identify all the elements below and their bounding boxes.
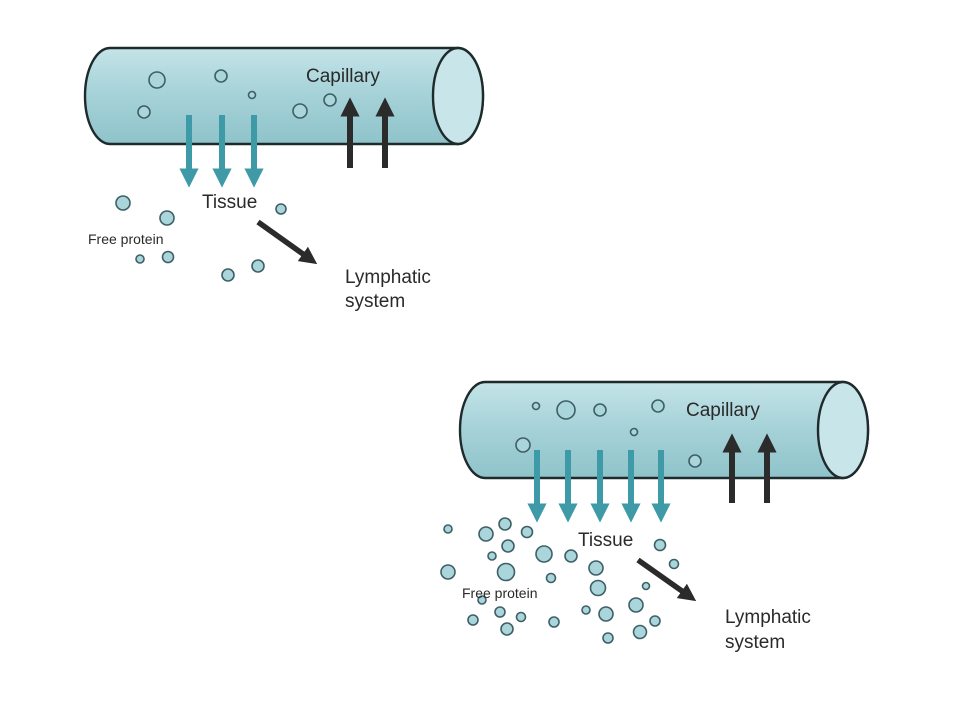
protein-particle xyxy=(515,611,527,623)
capillary-label: Capillary xyxy=(306,66,380,87)
panel-low-leak: Capillary Tissue Free protein Lymphatic … xyxy=(83,46,485,312)
protein-particle xyxy=(161,250,175,264)
outflow-arrows xyxy=(527,450,671,523)
protein-particle xyxy=(649,615,661,627)
protein-particle xyxy=(531,401,541,411)
protein-particle xyxy=(498,517,512,531)
protein-particle xyxy=(632,624,648,640)
protein-particle xyxy=(292,103,308,119)
tissue-protein-group xyxy=(440,517,680,644)
lymphatic-label-line1: Lymphatic xyxy=(345,267,431,288)
protein-particle xyxy=(251,259,265,273)
lymphatic-drain-arrow xyxy=(256,219,318,265)
protein-particle xyxy=(496,562,516,582)
protein-particle xyxy=(247,90,257,100)
protein-particle xyxy=(440,564,456,580)
lymphatic-label-line1: Lymphatic xyxy=(725,607,811,628)
tissue-label: Tissue xyxy=(578,530,633,551)
protein-particle xyxy=(556,400,576,420)
protein-particle xyxy=(581,605,591,615)
protein-particle xyxy=(501,539,515,553)
protein-particle xyxy=(137,105,151,119)
protein-particle xyxy=(467,614,479,626)
free-protein-label: Free protein xyxy=(88,231,163,247)
protein-particle xyxy=(641,581,651,591)
tissue-label: Tissue xyxy=(202,192,257,213)
protein-particle xyxy=(487,551,497,561)
protein-particle xyxy=(500,622,514,636)
protein-particle xyxy=(221,268,235,282)
protein-particle xyxy=(651,399,665,413)
protein-particle xyxy=(115,195,131,211)
protein-particle xyxy=(159,210,175,226)
protein-particle xyxy=(548,616,560,628)
lymphatic-label-line2: system xyxy=(345,291,405,312)
protein-particle xyxy=(545,572,557,584)
protein-particle xyxy=(515,437,531,453)
protein-particle xyxy=(323,93,337,107)
inflow-arrows xyxy=(340,97,395,168)
protein-particle xyxy=(589,579,607,597)
protein-particle xyxy=(443,524,453,534)
capillary-protein-group xyxy=(515,399,702,468)
protein-particle xyxy=(148,71,166,89)
protein-particle xyxy=(629,427,639,437)
tissue-protein-group xyxy=(115,195,287,282)
protein-particle xyxy=(214,69,228,83)
protein-particle xyxy=(494,606,506,618)
protein-particle xyxy=(520,525,534,539)
protein-particle xyxy=(477,595,487,605)
capillary-protein-group xyxy=(137,69,337,119)
protein-particle xyxy=(588,560,604,576)
protein-particle xyxy=(135,254,145,264)
protein-particle xyxy=(275,203,287,215)
lymphatic-label-line2: system xyxy=(725,632,785,653)
protein-particle xyxy=(668,558,680,570)
outflow-arrows xyxy=(179,115,264,188)
inflow-arrows xyxy=(722,433,777,503)
protein-particle xyxy=(478,526,494,542)
protein-particle xyxy=(593,403,607,417)
free-protein-label: Free protein xyxy=(462,585,537,601)
capillary-tube xyxy=(83,46,485,146)
protein-particle xyxy=(688,454,702,468)
protein-particle xyxy=(653,538,667,552)
protein-particle xyxy=(602,632,614,644)
capillary-label: Capillary xyxy=(686,400,760,421)
lymphatic-drain-arrow xyxy=(636,557,697,602)
panel-high-leak: Capillary Tissue xyxy=(440,380,870,653)
protein-particle xyxy=(535,545,553,563)
protein-particle xyxy=(598,606,614,622)
protein-particle xyxy=(628,597,644,613)
protein-particle xyxy=(564,549,578,563)
